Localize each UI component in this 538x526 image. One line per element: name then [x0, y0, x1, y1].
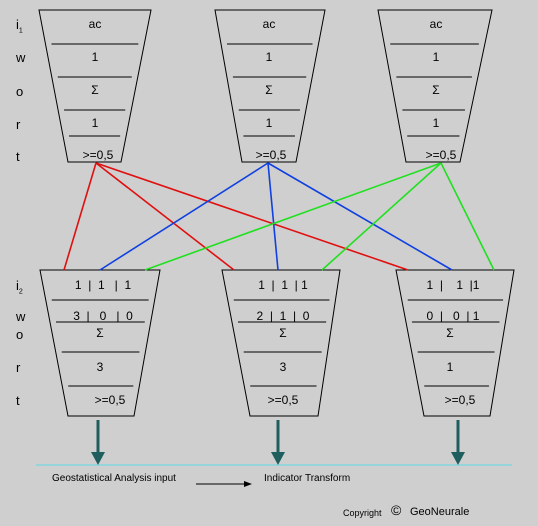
l1-u1-row-input: ac [88, 17, 102, 31]
l1-u3-row-threshold: >=0,5 [425, 148, 457, 162]
layer2-unit-2-shape [221, 269, 341, 417]
connection-l1u3-to-l2u3 [440, 162, 495, 271]
layer1-unit-2-shape [214, 9, 326, 163]
copyright-label: Copyright [343, 508, 382, 518]
l2-u3-row-sum: Σ [446, 326, 454, 340]
row-label-o-bottom: o [16, 327, 24, 342]
brand-label: GeoNeurale [410, 506, 470, 518]
layer2-unit-1-shape [39, 269, 161, 417]
row-label-w-bottom: w [16, 309, 26, 324]
l2-u1-row-threshold: >=0,5 [94, 393, 126, 407]
l2-u1-row-sum: Σ [96, 326, 104, 340]
geostatistical-input-label: Geostatistical Analysis input [52, 473, 176, 484]
l1-u2-row-result: 1 [265, 116, 273, 130]
flow-arrow-head [244, 481, 252, 487]
row-label-r-top: r [16, 117, 21, 132]
l1-u3-row-result: 1 [432, 116, 440, 130]
connection-l1u3-to-l2u2 [321, 162, 442, 271]
l1-u1-row-sum: Σ [91, 83, 99, 97]
row-label-w-top: w [16, 50, 26, 65]
l1-u2-row-weight: 1 [265, 50, 273, 64]
l1-u1-row-weight: 1 [91, 50, 99, 64]
layer2-unit-3-shape [395, 269, 515, 417]
l1-u3-row-input: ac [429, 17, 443, 31]
l1-u3-row-sum: Σ [432, 83, 440, 97]
row-label-i-bottom: i2 [16, 278, 23, 296]
l2-u2-row-threshold: >=0,5 [267, 393, 299, 407]
l1-u2-row-input: ac [262, 17, 276, 31]
layer1-unit-3-shape [377, 9, 493, 163]
row-label-t-top: t [16, 149, 20, 164]
connection-l1u2-to-l2u1 [99, 162, 269, 271]
l1-u3-row-weight: 1 [432, 50, 440, 64]
row-label-t-bottom: t [16, 393, 20, 408]
l2-u2-row-result: 3 [279, 360, 287, 374]
l1-u2-row-threshold: >=0,5 [255, 148, 287, 162]
row-label-i-top: i1 [16, 17, 23, 35]
connection-l1u1-to-l2u1 [63, 162, 97, 271]
l2-u1-row-weight: 3 | 0 | 0 [73, 309, 133, 323]
connection-l1u2-to-l2u2 [267, 162, 279, 271]
l2-u2-row-weight: 2 | 1 | 0 [256, 309, 310, 323]
l2-u3-row-threshold: >=0,5 [444, 393, 476, 407]
output-arrow-1-head [91, 452, 105, 465]
output-arrow-2-head [271, 452, 285, 465]
indicator-transform-label: Indicator Transform [264, 473, 351, 484]
row-label-o-top: o [16, 84, 24, 99]
connection-l1u2-to-l2u3 [267, 162, 453, 271]
l2-u3-row-input: 1 | 1 |1 [426, 278, 480, 292]
l1-u1-row-result: 1 [91, 116, 99, 130]
copyright-symbol: © [391, 502, 402, 518]
row-label-r-bottom: r [16, 360, 21, 375]
l2-u3-row-weight: 0 | 0 | 1 [426, 309, 480, 323]
connection-l1u3-to-l2u1 [144, 162, 442, 271]
connection-l1u1-to-l2u2 [95, 162, 235, 271]
l2-u1-row-result: 3 [96, 360, 104, 374]
l1-u1-row-threshold: >=0,5 [82, 148, 114, 162]
l2-u3-row-result: 1 [446, 360, 454, 374]
l2-u1-row-input: 1 | 1 | 1 [74, 278, 132, 292]
l2-u2-row-sum: Σ [279, 326, 287, 340]
layer1-unit-1-shape [38, 9, 152, 163]
connection-l1u1-to-l2u3 [95, 162, 409, 271]
l2-u2-row-input: 1 | 1 | 1 [258, 278, 308, 292]
output-arrow-3-head [451, 452, 465, 465]
l1-u2-row-sum: Σ [265, 83, 273, 97]
